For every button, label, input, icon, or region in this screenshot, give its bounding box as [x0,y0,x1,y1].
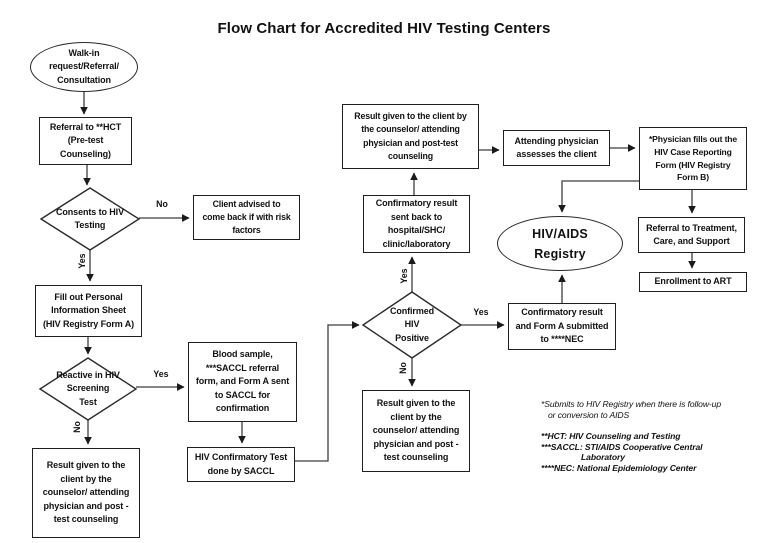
node-confirmatory-sent-label: Confirmatory result sent back to hospita… [375,198,458,249]
node-attending-physician: Attending physician assesses the client [503,130,610,166]
node-fill-out-sheet: Fill out Personal Information Sheet (HIV… [35,285,142,337]
decision-reactive: Reactive in HIV Screening Test [40,362,136,416]
edge-label-reactive-no: No [72,421,82,433]
edge-label-consents-yes: Yes [77,253,87,269]
decision-consents-shape [39,187,141,251]
node-referral-treatment-label: Referral to Treatment, Care, and Support [646,222,737,247]
node-result-top-middle: Result given to the client by the counse… [342,104,479,169]
node-referral-treatment: Referral to Treatment, Care, and Support [638,217,745,253]
edge-physician-to-registry [558,180,639,213]
footnote-submits-cont: or conversion to AIDS [548,409,630,420]
footnote-saccl-cont: Laboratory [581,452,625,463]
node-confirmatory-test: HIV Confirmatory Test done by SACCL [187,447,295,482]
node-confirmatory-sent: Confirmatory result sent back to hospita… [363,195,470,253]
edge-label-confirmed-yes-right: Yes [473,307,489,317]
node-confirmatory-nec: Confirmatory result and Form A submitted… [508,303,616,350]
decision-reactive-label: Reactive in HIV Screening Test [56,369,120,407]
edge-label-confirmed-no: No [398,362,408,374]
node-blood-sample-label: Blood sample, ***SACCL referral form, an… [195,349,290,414]
node-client-advised-label: Client advised to come back if with risk… [202,198,291,236]
footnote-saccl: ***SACCL: STI/AIDS Cooperative Central [541,441,703,452]
decision-consents: Consents to HIV Testing [41,197,139,241]
node-walk-in: Walk-in request/Referral/ Consultation [30,42,138,92]
node-blood-sample: Blood sample, ***SACCL referral form, an… [188,342,297,422]
node-fill-out-sheet-label: Fill out Personal Information Sheet (HIV… [42,291,135,329]
node-referral-hct-label: Referral to **HCT (Pre-test Counseling) [49,121,122,159]
node-attending-physician-label: Attending physician assesses the client [514,135,599,160]
edge-label-confirmed-yes-up: Yes [399,268,409,284]
footnote-submits: *Submits to HIV Registry when there is f… [541,399,722,409]
node-enrollment-art: Enrollment to ART [639,272,747,292]
node-referral-hct: Referral to **HCT (Pre-test Counseling) [39,117,132,165]
footnote-hct: **HCT: HIV Counseling and Testing [541,431,681,442]
decision-reactive-shape [38,357,138,421]
decision-confirmed: Confirmed HIV Positive [363,296,461,354]
footnotes: *Submits to HIV Registry when there is f… [541,399,721,474]
node-client-advised: Client advised to come back if with risk… [193,195,300,240]
node-result-bottom-left: Result given to the client by the counse… [32,448,140,538]
node-enrollment-art-label: Enrollment to ART [654,276,732,287]
decision-confirmed-shape [361,291,463,359]
decision-confirmed-label: Confirmed HIV Positive [389,305,435,343]
edge-label-consents-no: No [156,199,168,209]
node-result-bottom-left-label: Result given to the client by the counse… [42,460,130,525]
edge-label-reactive-yes: Yes [153,369,169,379]
edge-test-to-confirmed [295,321,360,462]
footnote-spacer [541,420,721,431]
node-hiv-aids-registry-label: HIV/AIDS Registry [532,226,588,261]
decision-consents-label: Consents to HIV Testing [55,206,124,231]
node-result-top-middle-label: Result given to the client by the counse… [354,111,467,161]
node-confirmatory-nec-label: Confirmatory result and Form A submitted… [515,307,609,345]
footnote-nec: ****NEC: National Epidemiology Center [541,462,697,473]
node-physician-fills-form: *Physician fills out the HIV Case Report… [639,127,747,190]
node-result-middle-bottom: Result given to the client by the counse… [362,390,470,472]
node-confirmatory-test-label: HIV Confirmatory Test done by SACCL [194,452,288,476]
node-physician-fills-form-label: *Physician fills out the HIV Case Report… [648,133,738,183]
node-walk-in-label: Walk-in request/Referral/ Consultation [49,47,119,85]
node-hiv-aids-registry: HIV/AIDS Registry [497,216,623,271]
node-result-middle-bottom-label: Result given to the client by the counse… [372,398,460,463]
page-title: Flow Chart for Accredited HIV Testing Ce… [217,20,551,37]
